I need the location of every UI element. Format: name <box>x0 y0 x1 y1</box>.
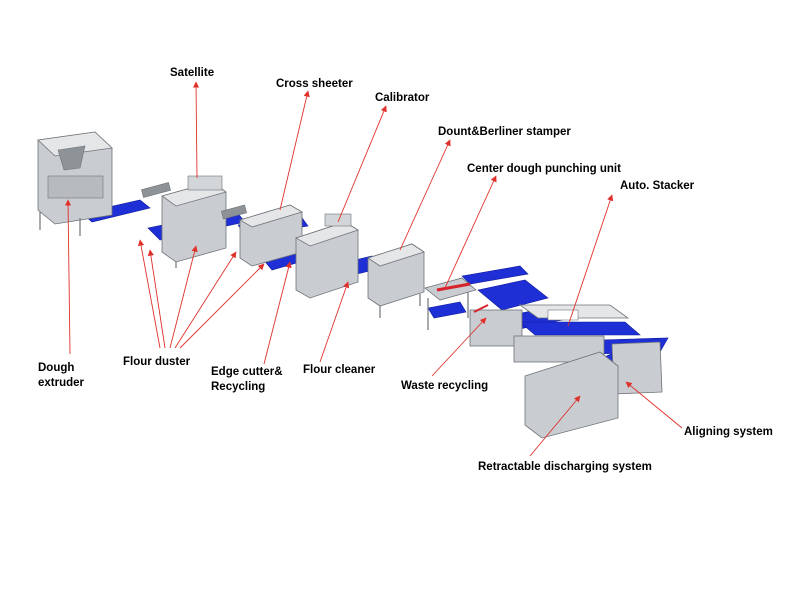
pointer-stamper <box>399 139 451 251</box>
label-extruder-line1: Dough <box>38 362 75 374</box>
label-waste-recycling: Waste recycling <box>401 380 489 392</box>
label-stamper: Dount&Berliner stamper <box>438 126 571 138</box>
punching-machine <box>424 277 477 330</box>
label-edge-cutter-line1: Edge cutter& <box>211 366 283 378</box>
stamper-machine <box>367 243 425 318</box>
pointer-retractable <box>529 395 581 457</box>
label-flour-duster: Flour duster <box>123 356 191 368</box>
aligning-machine <box>611 341 663 395</box>
pointer-satellite <box>192 81 200 179</box>
pointer-duster-1 <box>137 239 161 349</box>
pointer-edge-cutter <box>263 261 292 365</box>
pointer-duster-4 <box>174 251 237 349</box>
pointer-aligning <box>625 381 683 429</box>
pointer-waste <box>431 317 487 377</box>
belt-waste <box>477 279 549 311</box>
label-punching: Center dough punching unit <box>467 163 621 175</box>
pointer-stacker <box>567 194 614 327</box>
satellite-machine <box>141 175 227 268</box>
pointer-punching <box>443 175 497 291</box>
pointer-duster-3 <box>169 245 198 349</box>
label-calibrator: Calibrator <box>375 92 430 104</box>
pointer-calibrator <box>337 105 387 223</box>
belt-small-left <box>427 301 467 319</box>
label-stacker: Auto. Stacker <box>620 180 695 192</box>
label-satellite: Satellite <box>170 67 215 79</box>
pointer-lines <box>64 81 683 457</box>
label-edge-cutter-line2: Recycling <box>211 381 266 393</box>
label-retractable-discharging: Retractable discharging system <box>478 461 652 473</box>
calibrator-machine <box>295 213 359 299</box>
pointer-duster-5 <box>179 263 265 349</box>
pointer-extruder <box>64 199 72 355</box>
pointer-duster-2 <box>147 249 166 349</box>
cross-sheeter-machine <box>221 204 303 267</box>
dough-extruder-machine <box>37 131 113 236</box>
discharge-machine <box>524 351 619 439</box>
belt-punching <box>461 265 529 285</box>
label-aligning-system: Aligning system <box>684 426 773 438</box>
waste-recycling-machine <box>469 304 523 347</box>
label-cross-sheeter: Cross sheeter <box>276 78 353 90</box>
pointer-flour-cleaner <box>319 281 350 363</box>
belt-stacker <box>519 321 641 336</box>
pointer-cross-sheeter <box>279 90 310 211</box>
label-extruder-line2: extruder <box>38 377 85 389</box>
label-flour-cleaner: Flour cleaner <box>303 364 376 376</box>
